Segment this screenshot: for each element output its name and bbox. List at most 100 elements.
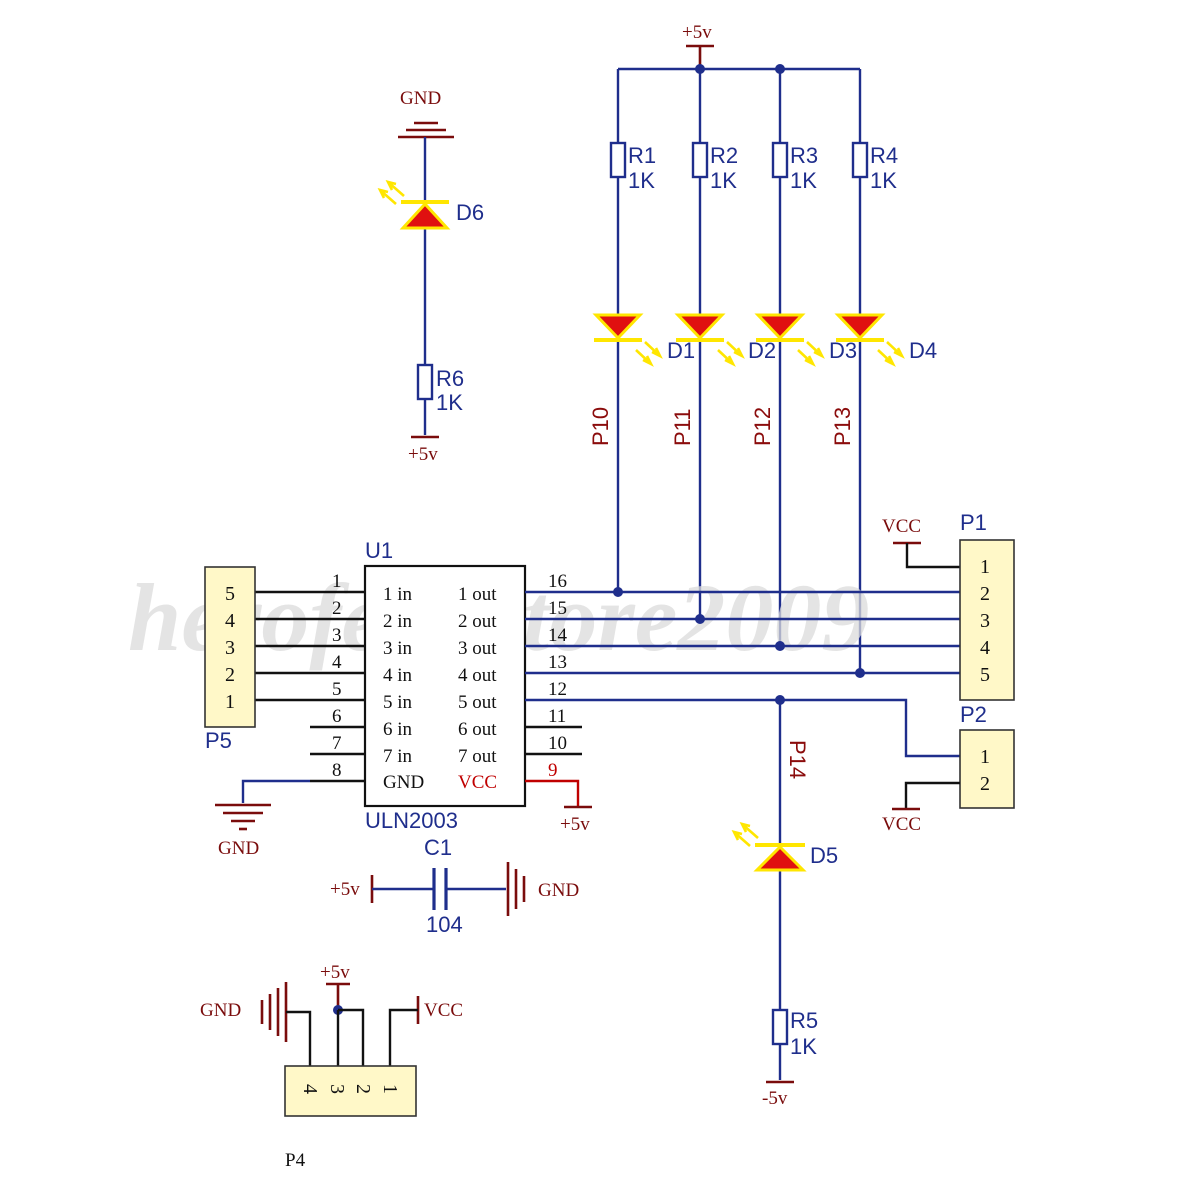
r1-value: 1K: [628, 168, 655, 193]
u1-pin-4-num: 4: [332, 652, 342, 673]
u1-5v-label: +5v: [560, 814, 590, 835]
u1-pin-7-name: 7 in: [383, 746, 413, 767]
r3-ref: R3: [790, 143, 818, 168]
led-d5-branch: P14 D5 R5 1K -5v: [731, 700, 838, 1109]
u1-pin-6-name: 6 in: [383, 719, 413, 740]
p4-5v-label: +5v: [320, 962, 350, 983]
d4-ref: D4: [909, 338, 937, 363]
led-d4-icon: [834, 313, 886, 341]
led-d3-icon: [754, 313, 806, 341]
u1-pin-12-num: 12: [548, 679, 567, 700]
u1-pin-2-name: 2 in: [383, 611, 413, 632]
u1-left-leads: [255, 590, 365, 783]
p1-pin-2: 2: [980, 583, 990, 605]
r1-ref: R1: [628, 143, 656, 168]
net-p14: P14: [785, 740, 810, 779]
u1-pin-10-num: 10: [548, 733, 567, 754]
led-d6-icon: [399, 201, 451, 230]
d5-ref: D5: [810, 843, 838, 868]
r2-value: 1K: [710, 168, 737, 193]
c1-value: 104: [426, 912, 463, 937]
led-d2-icon: [674, 313, 726, 341]
p1-vcc-label: VCC: [882, 516, 921, 537]
r6-value: 1K: [436, 390, 463, 415]
p4-pin-1: 1: [379, 1084, 401, 1094]
p5-pin-4: 4: [225, 610, 235, 632]
u1-pin-6-num: 6: [332, 706, 342, 727]
u1-pin-5-name: 5 in: [383, 692, 413, 713]
net-p11: P11: [670, 408, 695, 446]
u1-pin-11-num: 11: [548, 706, 566, 727]
p1-pin-1: 1: [980, 556, 990, 578]
u1-pin-9-num: 9: [548, 760, 558, 781]
led-d6-branch: GND D6 R6 1K +5v: [377, 88, 484, 465]
r4-value: 1K: [870, 168, 897, 193]
uln2003-body: [363, 564, 527, 808]
p1-ref: P1: [960, 510, 987, 535]
u1-ref: U1: [365, 538, 393, 563]
u1-pin-3-name: 3 in: [383, 638, 413, 659]
top-5v-label: +5v: [682, 22, 712, 43]
led-channel-2: R2 1K D2 P11: [670, 69, 776, 619]
net-p12: P12: [750, 407, 775, 446]
u1-pin-7-num: 7: [332, 733, 342, 754]
u1-pin-14-name: 3 out: [458, 638, 497, 659]
u1-pin-13-name: 4 out: [458, 665, 497, 686]
led-d1-icon: [592, 313, 644, 341]
u1-pin-9-name: VCC: [458, 772, 497, 793]
c1-gnd-label: GND: [538, 880, 579, 901]
net-p13: P13: [830, 407, 855, 446]
d6-gnd-label: GND: [400, 88, 441, 109]
resistor-r5: [771, 1008, 789, 1046]
r6-5v-label: +5v: [408, 444, 438, 465]
resistor-r2: [691, 141, 709, 179]
u1-pin-11-name: 6 out: [458, 719, 497, 740]
u1-gnd-connection: GND: [215, 779, 310, 859]
r2-ref: R2: [710, 143, 738, 168]
resistor-r3: [771, 141, 789, 179]
p5-ref: P5: [205, 728, 232, 753]
top-power-rail: +5v: [618, 22, 860, 74]
u1-pin-1-name: 1 in: [383, 584, 413, 605]
u1-pin-12-name: 5 out: [458, 692, 497, 713]
net-p10: P10: [588, 407, 613, 446]
d6-ref: D6: [456, 200, 484, 225]
u1-pin-5-num: 5: [332, 679, 342, 700]
u1-gnd-label: GND: [218, 838, 259, 859]
output-bus: [525, 587, 960, 758]
c1-ref: C1: [424, 835, 452, 860]
p1-pin-3: 3: [980, 610, 990, 632]
u1-pin-2-num: 2: [332, 598, 342, 619]
u1-pin-13-num: 13: [548, 652, 567, 673]
u1-pin-10-name: 7 out: [458, 746, 497, 767]
d3-ref: D3: [829, 338, 857, 363]
r5-ref: R5: [790, 1008, 818, 1033]
u1-vcc-connection: +5v: [525, 779, 592, 835]
u1-pin-15-num: 15: [548, 598, 567, 619]
p2-ref: P2: [960, 702, 987, 727]
u1-pin-16-num: 16: [548, 571, 567, 592]
led-channel-4: R4 1K D4 P13: [830, 69, 937, 673]
d2-ref: D2: [748, 338, 776, 363]
p2-pin-1: 1: [980, 746, 990, 768]
u1-pin-16-name: 1 out: [458, 584, 497, 605]
resistor-r1: [609, 141, 627, 179]
u1-pin-8-name: GND: [383, 772, 424, 793]
p2-vcc-label: VCC: [882, 814, 921, 835]
p1-pin-4: 4: [980, 637, 990, 659]
led-channel-3: R3 1K D3 P12: [750, 69, 857, 646]
u1-part: ULN2003: [365, 808, 458, 833]
connector-p5: 5 4 3 2 1 P5: [204, 566, 256, 753]
u1-pin-14-num: 14: [548, 625, 568, 646]
resistor-r6: [416, 363, 434, 401]
capacitor-c1: C1 +5v GND 104: [330, 835, 579, 937]
u1-pin-15-name: 2 out: [458, 611, 497, 632]
connector-p4: GND +5v VCC 4 3 2 1 P4: [200, 962, 463, 1171]
p4-pin-3: 3: [326, 1084, 348, 1094]
r5-minus5v-label: -5v: [762, 1088, 788, 1109]
r4-ref: R4: [870, 143, 898, 168]
p4-ref: P4: [285, 1150, 306, 1171]
u1-pin-8-num: 8: [332, 760, 342, 781]
p4-gnd-label: GND: [200, 1000, 241, 1021]
u1-pin-4-name: 4 in: [383, 665, 413, 686]
